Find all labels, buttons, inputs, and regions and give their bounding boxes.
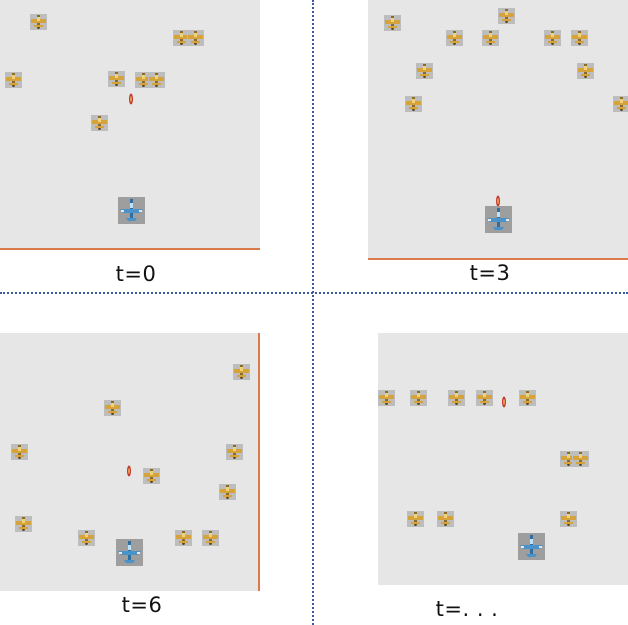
enemy-plane-icon [448,390,465,406]
bullet-icon [128,92,134,105]
enemy-plane-icon [226,444,243,460]
player-plane-icon [116,539,143,566]
enemy-plane-icon [30,14,47,30]
enemy-plane-icon [572,451,589,467]
enemy-plane-icon [202,530,219,546]
enemy-plane-icon [15,516,32,532]
bullet-icon [501,395,507,408]
enemy-plane-icon [577,63,594,79]
enemy-plane-icon [544,30,561,46]
enemy-plane-icon [91,115,108,131]
enemy-plane-icon [519,390,536,406]
enemy-plane-icon [476,390,493,406]
player-plane-icon [118,197,145,224]
enemy-plane-icon [233,364,250,380]
player-plane-icon [518,533,545,560]
game-frame-t3 [368,0,628,260]
enemy-plane-icon [187,30,204,46]
caption-t6: t=6 [121,593,163,617]
caption-t-ellipsis: t=. . . [435,597,499,621]
horizontal-divider [0,292,628,294]
enemy-plane-icon [175,530,192,546]
caption-t3: t=3 [469,261,511,285]
enemy-plane-icon [104,400,121,416]
game-frame-t-ellipsis [378,333,628,585]
enemy-plane-icon [148,72,165,88]
vertical-divider [312,0,314,625]
enemy-plane-icon [446,30,463,46]
enemy-plane-icon [219,484,236,500]
bullet-icon [126,464,132,477]
enemy-plane-icon [405,96,422,112]
enemy-plane-icon [11,444,28,460]
enemy-plane-icon [571,30,588,46]
game-frame-t6 [0,333,260,591]
enemy-plane-icon [378,390,395,406]
player-plane-icon [485,206,512,233]
enemy-plane-icon [560,511,577,527]
enemy-plane-icon [498,8,515,24]
enemy-plane-icon [416,63,433,79]
game-frame-t0 [0,0,260,250]
enemy-plane-icon [78,530,95,546]
enemy-plane-icon [613,96,628,112]
enemy-plane-icon [437,511,454,527]
enemy-plane-icon [108,71,125,87]
enemy-plane-icon [384,15,401,31]
enemy-plane-icon [482,30,499,46]
enemy-plane-icon [410,390,427,406]
enemy-plane-icon [143,468,160,484]
caption-t0: t=0 [115,262,157,286]
enemy-plane-icon [407,511,424,527]
enemy-plane-icon [5,72,22,88]
